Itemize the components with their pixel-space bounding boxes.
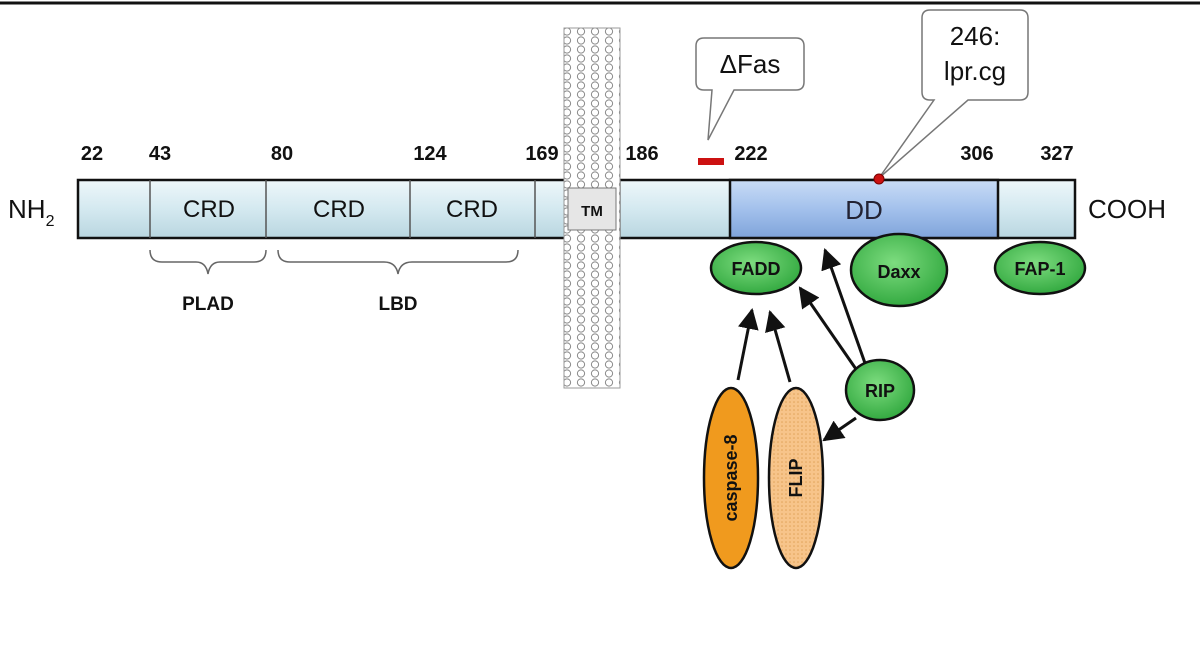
callout-bubble (695, 37, 805, 141)
delta-fas-marker (698, 158, 724, 165)
position-label: 306 (960, 143, 993, 165)
arrow-rip-dd (821, 248, 868, 367)
callout-bubble (878, 9, 1029, 179)
crd-label: CRD (183, 196, 235, 223)
interaction-arrows (736, 248, 868, 442)
position-label: 80 (271, 143, 293, 165)
caspase8-protein: caspase-8 (702, 386, 760, 570)
death-domain (728, 178, 1000, 240)
lbd-brace (277, 249, 519, 275)
fadd-ellipse (709, 240, 803, 296)
tm-box (567, 187, 617, 231)
arrow-caspase8-fadd (736, 307, 759, 381)
lpr-mutation-label: lpr.cg (944, 56, 1006, 86)
arrow-flip-fadd (765, 309, 792, 383)
caspase8-ellipse (702, 386, 760, 570)
daxx-ellipse (849, 232, 949, 308)
position-label: 327 (1040, 143, 1073, 165)
position-label: 186 (625, 143, 658, 165)
flip-protein: FLIP (767, 386, 825, 570)
position-label: 222 (734, 143, 767, 165)
membrane (563, 27, 621, 389)
arrow-rip-flip (822, 416, 857, 442)
delta-fas-callout: ΔFas (695, 37, 805, 165)
position-label: 22 (81, 143, 103, 165)
crd-label: CRD (313, 196, 365, 223)
c-terminus-label: COOH (1088, 194, 1166, 224)
arrow-rip-fadd (798, 286, 860, 373)
lpr-position-label: 246: (950, 21, 1001, 51)
flip-label: FLIP (786, 459, 806, 498)
fadd-protein: FADD (709, 240, 803, 296)
fap1-protein: FAP-1 (993, 240, 1087, 296)
tm-label: TM (581, 203, 603, 220)
lbd-label: LBD (378, 294, 417, 315)
position-label: 169 (525, 143, 558, 165)
rip-protein: RIP (844, 358, 916, 422)
n-terminus-label: NH2 (8, 194, 55, 230)
flip-ellipse (767, 386, 825, 570)
position-labels: 22 43 80 124 169 186 222 306 327 (81, 143, 1074, 165)
rip-ellipse (844, 358, 916, 422)
daxx-protein: Daxx (849, 232, 949, 308)
dd-label: DD (845, 195, 883, 225)
delta-fas-label: ΔFas (720, 49, 781, 79)
lpr-callout: 246: lpr.cg (873, 9, 1029, 185)
fap1-ellipse (993, 240, 1087, 296)
fadd-label: FADD (732, 259, 781, 279)
crd-label: CRD (446, 196, 498, 223)
fap1-label: FAP-1 (1014, 259, 1065, 279)
position-label: 124 (413, 143, 447, 165)
caspase8-label: caspase-8 (721, 434, 741, 521)
lpr-marker (873, 173, 885, 185)
plad-brace (149, 249, 267, 275)
daxx-label: Daxx (877, 262, 920, 282)
plad-label: PLAD (182, 294, 234, 315)
position-label: 43 (149, 143, 171, 165)
rip-label: RIP (865, 381, 895, 401)
